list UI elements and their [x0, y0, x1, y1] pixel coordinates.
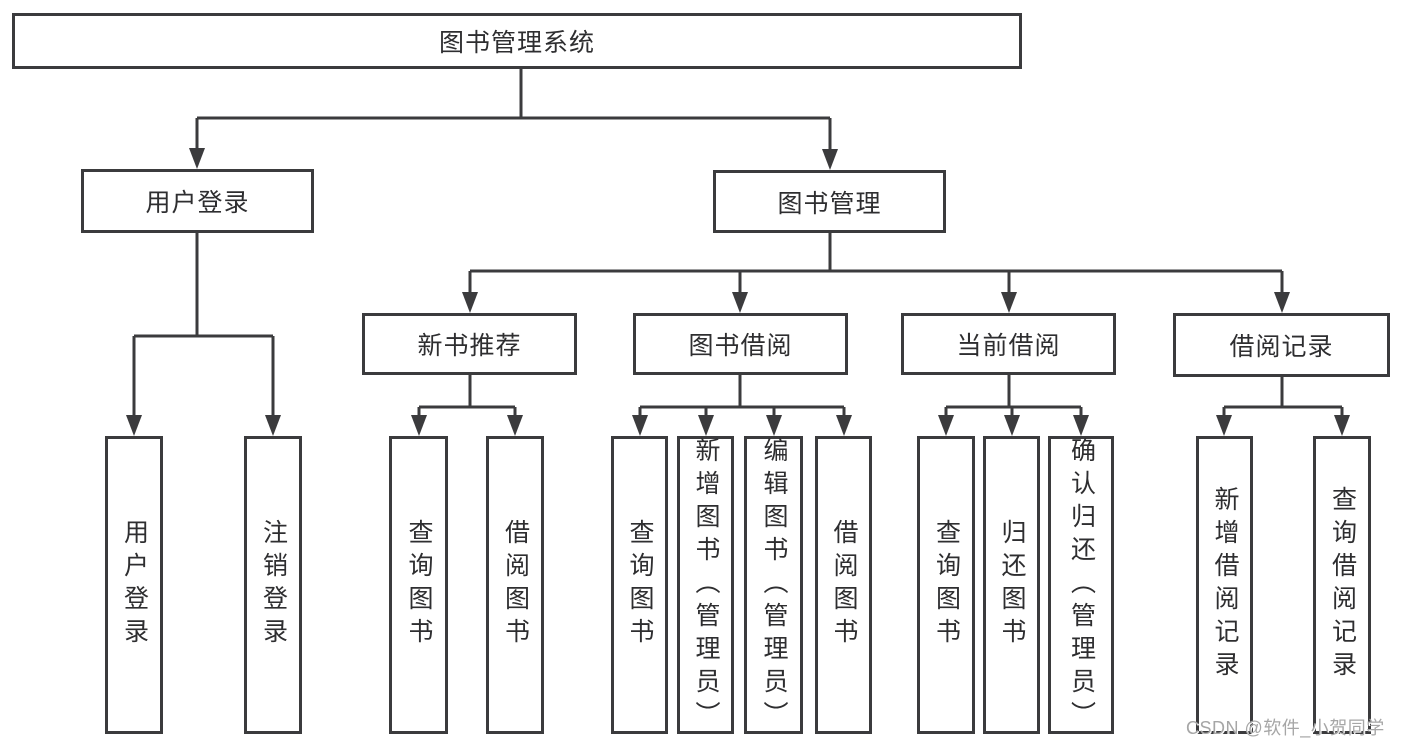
leaf-label: 归还图书	[998, 519, 1026, 651]
leaf-label: 查询借阅记录	[1328, 486, 1357, 684]
leaf-label: 新增图书（管理员）	[692, 436, 720, 734]
leaf-label: 编辑图书（管理员）	[760, 436, 788, 734]
leaf-add-books-admin: 新增图书（管理员）	[677, 436, 734, 734]
leaf-label: 查询图书	[405, 519, 433, 651]
node-borrow-records: 借阅记录	[1173, 313, 1390, 377]
csdn-watermark: CSDN @软件_小贺同学	[1186, 718, 1385, 738]
leaf-return-books: 归还图书	[983, 436, 1040, 734]
leaf-label: 借阅图书	[830, 519, 858, 651]
leaf-query-books-current: 查询图书	[917, 436, 975, 734]
connector-root-to-level2	[189, 69, 838, 170]
leaf-label: 确认归还（管理员）	[1067, 436, 1096, 734]
leaf-confirm-return-admin: 确认归还（管理员）	[1048, 436, 1114, 734]
connector-user-login-to-leaves	[126, 233, 281, 436]
leaf-edit-books-admin: 编辑图书（管理员）	[744, 436, 803, 734]
connector-borrow-records-to-leaves	[1216, 377, 1350, 436]
node-new-book-recommend: 新书推荐	[362, 313, 577, 375]
leaf-query-books-borrow: 查询图书	[611, 436, 668, 734]
connector-book-management-to-level3	[462, 233, 1290, 313]
leaf-logout: 注销登录	[244, 436, 302, 734]
leaf-label: 注销登录	[259, 519, 288, 651]
leaf-label: 查询图书	[932, 519, 961, 651]
node-user-login: 用户登录	[81, 169, 314, 233]
leaf-label: 查询图书	[626, 519, 654, 651]
connector-book-borrow-to-leaves	[632, 375, 852, 436]
node-book-management: 图书管理	[713, 170, 946, 233]
node-root-system: 图书管理系统	[12, 13, 1022, 69]
leaf-add-borrow-record: 新增借阅记录	[1196, 436, 1253, 734]
connector-current-borrow-to-leaves	[938, 375, 1089, 436]
leaf-user-login: 用户登录	[105, 436, 163, 734]
leaf-borrow-books: 借阅图书	[815, 436, 872, 734]
node-current-borrow: 当前借阅	[901, 313, 1116, 375]
leaf-borrow-books-recommend: 借阅图书	[486, 436, 544, 734]
connector-new-book-to-leaves	[411, 375, 523, 436]
leaf-query-books-recommend: 查询图书	[389, 436, 448, 734]
leaf-label: 用户登录	[120, 519, 149, 651]
leaf-label: 借阅图书	[501, 519, 530, 651]
leaf-label: 新增借阅记录	[1211, 486, 1239, 684]
node-book-borrow: 图书借阅	[633, 313, 848, 375]
leaf-query-borrow-record: 查询借阅记录	[1313, 436, 1371, 734]
